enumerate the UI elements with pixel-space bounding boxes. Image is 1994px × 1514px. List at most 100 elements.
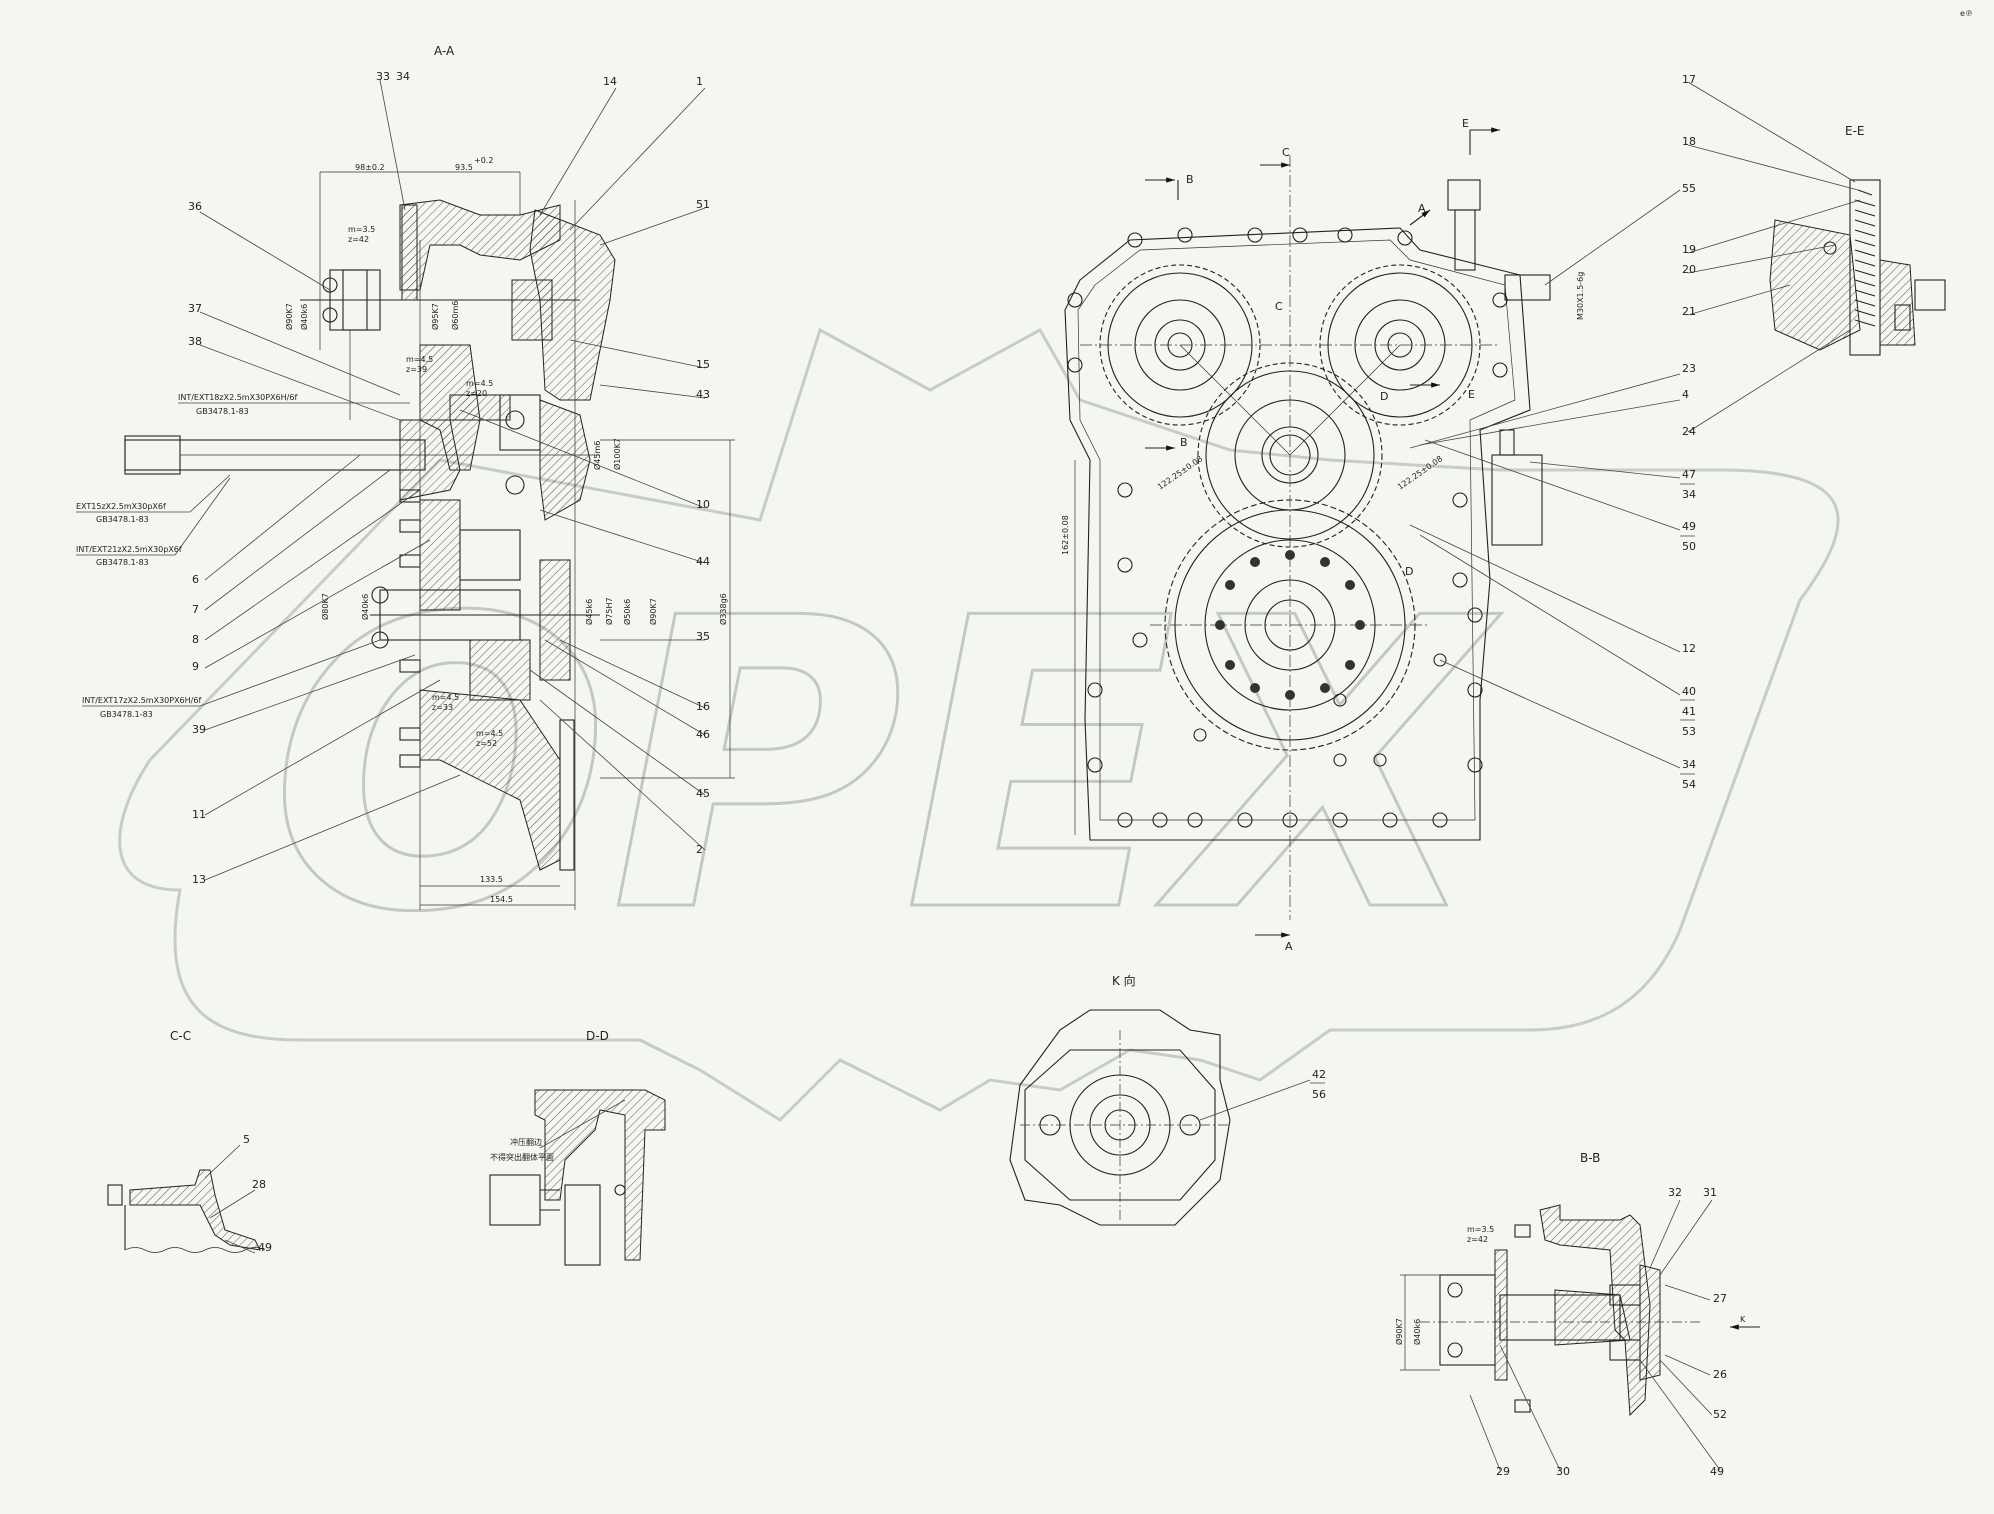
view-k: K 向 42 56 bbox=[1009, 973, 1326, 1226]
corner-mark: e℗ bbox=[1960, 9, 1973, 18]
main-right-leaders: 55 23 4 47 34 49 50 12 40 41 53 34 54 bbox=[1409, 182, 1696, 791]
part-54: 54 bbox=[1682, 778, 1696, 791]
aa-left-leaders: 36 37 38 6 7 8 9 39 11 13 33 34 bbox=[188, 70, 461, 886]
spline-note-1: INT/EXT18zX2.5mX30PX6H/6f bbox=[178, 393, 297, 402]
part-51: 51 bbox=[696, 198, 710, 211]
part-27: 27 bbox=[1713, 1292, 1727, 1305]
spline-note-3: INT/EXT21zX2.5mX30pX6f bbox=[76, 545, 182, 554]
part-8: 8 bbox=[192, 633, 199, 646]
main-front-view: M30X1.5-6g 162±0.08 122.25±0.08 122.25±0… bbox=[1061, 117, 1696, 953]
view-ee: E-E 17 18 19 20 21 24 bbox=[1682, 73, 1946, 438]
part-23: 23 bbox=[1682, 362, 1696, 375]
part-43: 43 bbox=[696, 388, 710, 401]
dim-1545: 154.5 bbox=[490, 895, 513, 904]
view-dd: D-D 冲压翻边 不得突出翻体平面 bbox=[489, 1029, 666, 1266]
watermark: OPEX bbox=[118, 327, 1840, 1122]
gear2-m: m=4.5 bbox=[406, 355, 433, 364]
part-32: 32 bbox=[1668, 1186, 1682, 1199]
dim-40k6b: Ø40k6 bbox=[360, 594, 370, 620]
part-24: 24 bbox=[1682, 425, 1696, 438]
part-14: 14 bbox=[603, 75, 617, 88]
part-34b: 34 bbox=[1682, 488, 1696, 501]
part-15: 15 bbox=[696, 358, 710, 371]
view-aa-title: A-A bbox=[434, 44, 455, 58]
spline-note-2: EXT15zX2.5mX30pX6f bbox=[76, 502, 166, 511]
view-cc-title: C-C bbox=[170, 1029, 191, 1043]
cut-d-bottom: D bbox=[1405, 565, 1413, 578]
part-50: 50 bbox=[1682, 540, 1696, 553]
view-bb-title: B-B bbox=[1580, 1151, 1600, 1165]
part-40: 40 bbox=[1682, 685, 1696, 698]
view-cc: C-C 5 28 49 bbox=[107, 1029, 272, 1254]
view-dd-title: D-D bbox=[586, 1029, 609, 1043]
gear3-z: z=20 bbox=[466, 389, 487, 398]
dim-45k6: Ø45k6 bbox=[584, 599, 594, 625]
part-18: 18 bbox=[1682, 135, 1696, 148]
part-36: 36 bbox=[188, 200, 202, 213]
part-7: 7 bbox=[192, 603, 199, 616]
dim-90k7: Ø90K7 bbox=[284, 303, 294, 330]
part-10: 10 bbox=[696, 498, 710, 511]
aa-right-leaders: 14 1 51 15 43 10 44 35 16 46 45 2 bbox=[459, 75, 710, 856]
gear4-m: m=4.5 bbox=[432, 693, 459, 702]
cut-b-mid: B bbox=[1180, 436, 1188, 449]
housing-block bbox=[511, 279, 553, 341]
cut-a-top: A bbox=[1418, 202, 1426, 215]
cut-e-mid: E bbox=[1468, 388, 1475, 401]
part-49: 49 bbox=[1682, 520, 1696, 533]
part-34c: 34 bbox=[1682, 758, 1696, 771]
part-1: 1 bbox=[696, 75, 703, 88]
dim-95k7: Ø95K7 bbox=[430, 303, 440, 330]
part-33: 33 bbox=[376, 70, 390, 83]
dim-75h7: Ø75H7 bbox=[604, 597, 614, 625]
dim-50k6: Ø50k6 bbox=[622, 599, 632, 625]
part-5: 5 bbox=[243, 1133, 250, 1146]
gear4-z: z=33 bbox=[432, 703, 453, 712]
spline-note-4-std: GB3478.1-83 bbox=[100, 710, 153, 719]
part-9: 9 bbox=[192, 660, 199, 673]
cut-b-top: B bbox=[1186, 173, 1194, 186]
dim-45m6: Ø45m6 bbox=[592, 441, 602, 470]
part-6: 6 bbox=[192, 573, 199, 586]
dim-40k6: Ø40k6 bbox=[299, 304, 309, 330]
part-49c: 49 bbox=[1710, 1465, 1724, 1478]
part-11: 11 bbox=[192, 808, 206, 821]
gear1-m: m=3.5 bbox=[348, 225, 375, 234]
spline-note-2-std: GB3478.1-83 bbox=[96, 515, 149, 524]
part-45: 45 bbox=[696, 787, 710, 800]
part-20: 20 bbox=[1682, 263, 1696, 276]
dim-1225-left: 122.25±0.08 bbox=[1156, 454, 1204, 491]
gear5-z: z=52 bbox=[476, 739, 497, 748]
part-16: 16 bbox=[696, 700, 710, 713]
view-aa: A-A bbox=[76, 44, 735, 910]
cut-a-bottom: A bbox=[1285, 940, 1293, 953]
part-44: 44 bbox=[696, 555, 710, 568]
spline-note-4: INT/EXT17zX2.5mX30PX6H/6f bbox=[82, 696, 201, 705]
part-13: 13 bbox=[192, 873, 206, 886]
part-34: 34 bbox=[396, 70, 410, 83]
view-ee-title: E-E bbox=[1845, 124, 1865, 138]
gear-hub-top bbox=[401, 204, 418, 301]
bb-dim-90: Ø90K7 bbox=[1394, 1318, 1404, 1345]
part-2: 2 bbox=[696, 843, 703, 856]
part-28: 28 bbox=[252, 1178, 266, 1191]
dim-338: Ø338g6 bbox=[718, 593, 728, 625]
dim-162: 162±0.08 bbox=[1061, 515, 1070, 555]
part-55: 55 bbox=[1682, 182, 1696, 195]
cut-e-top: E bbox=[1462, 117, 1469, 130]
gear3-m: m=4.5 bbox=[466, 379, 493, 388]
cut-d-top: D bbox=[1380, 390, 1388, 403]
part-38: 38 bbox=[188, 335, 202, 348]
part-12: 12 bbox=[1682, 642, 1696, 655]
part-21: 21 bbox=[1682, 305, 1696, 318]
part-46: 46 bbox=[696, 728, 710, 741]
dim-935-tol: +0.2 bbox=[474, 156, 493, 165]
k-housing bbox=[1009, 1009, 1231, 1226]
dd-note-2: 不得突出翻体平面 bbox=[490, 1152, 554, 1162]
spline-note-1-std: GB3478.1-83 bbox=[196, 407, 249, 416]
dim-100k7: Ø100K7 bbox=[612, 438, 622, 470]
part-30: 30 bbox=[1556, 1465, 1570, 1478]
part-42: 42 bbox=[1312, 1068, 1326, 1081]
bottom-gear-holes bbox=[1215, 550, 1365, 700]
part-29: 29 bbox=[1496, 1465, 1510, 1478]
